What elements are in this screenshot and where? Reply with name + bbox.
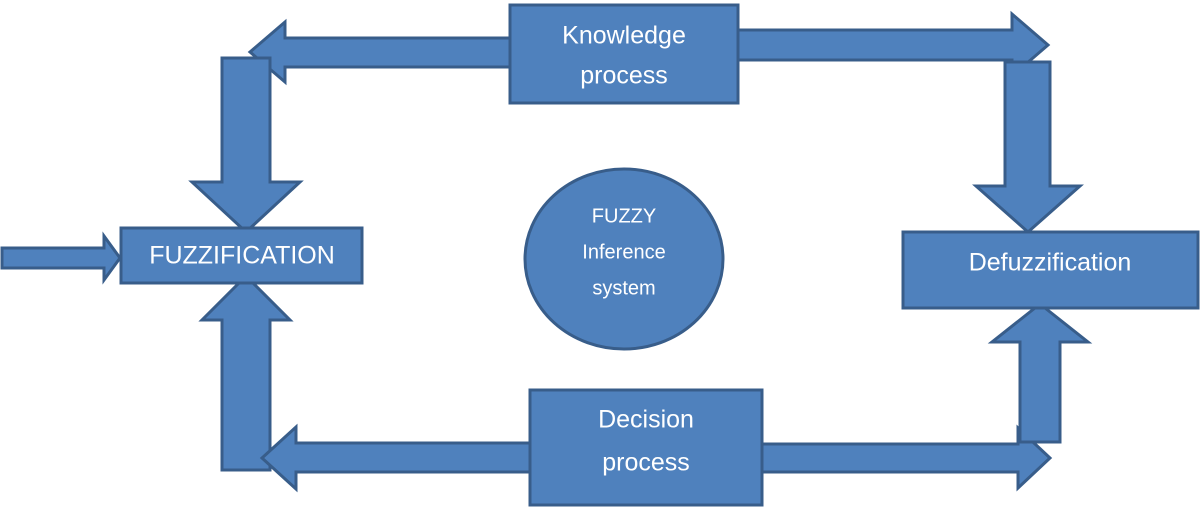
decision-process-node: Decision process	[528, 388, 764, 507]
fuzzification-node: FUZZIFICATION	[119, 226, 364, 285]
center-label-line2: Inference	[582, 241, 665, 263]
fuzzy-inference-system-node: FUZZY Inference system	[523, 167, 725, 351]
arrow-down-to-defuzzification	[972, 60, 1084, 235]
arrow-up-to-defuzzification	[987, 302, 1093, 444]
input-arrow	[0, 231, 122, 285]
knowledge-process-label-line1: Knowledge	[562, 22, 686, 50]
decision-process-label-line1: Decision	[598, 406, 694, 434]
defuzzification-label: Defuzzification	[969, 249, 1132, 277]
knowledge-process-node: Knowledge process	[508, 3, 740, 105]
decision-process-label-line2: process	[602, 449, 690, 477]
fuzzification-label: FUZZIFICATION	[149, 242, 335, 270]
arrow-down-to-fuzzification	[188, 56, 304, 235]
defuzzification-node: Defuzzification	[901, 230, 1200, 310]
center-label-line1: FUZZY	[592, 205, 656, 227]
arrow-knowledge-to-left	[247, 18, 512, 86]
arrow-knowledge-to-right	[736, 10, 1051, 80]
arrow-decision-to-right	[760, 424, 1053, 492]
center-label-line3: system	[592, 277, 655, 299]
arrow-up-to-fuzzification	[198, 273, 294, 472]
knowledge-process-label-line2: process	[580, 62, 668, 90]
arrow-decision-to-left	[259, 423, 532, 493]
